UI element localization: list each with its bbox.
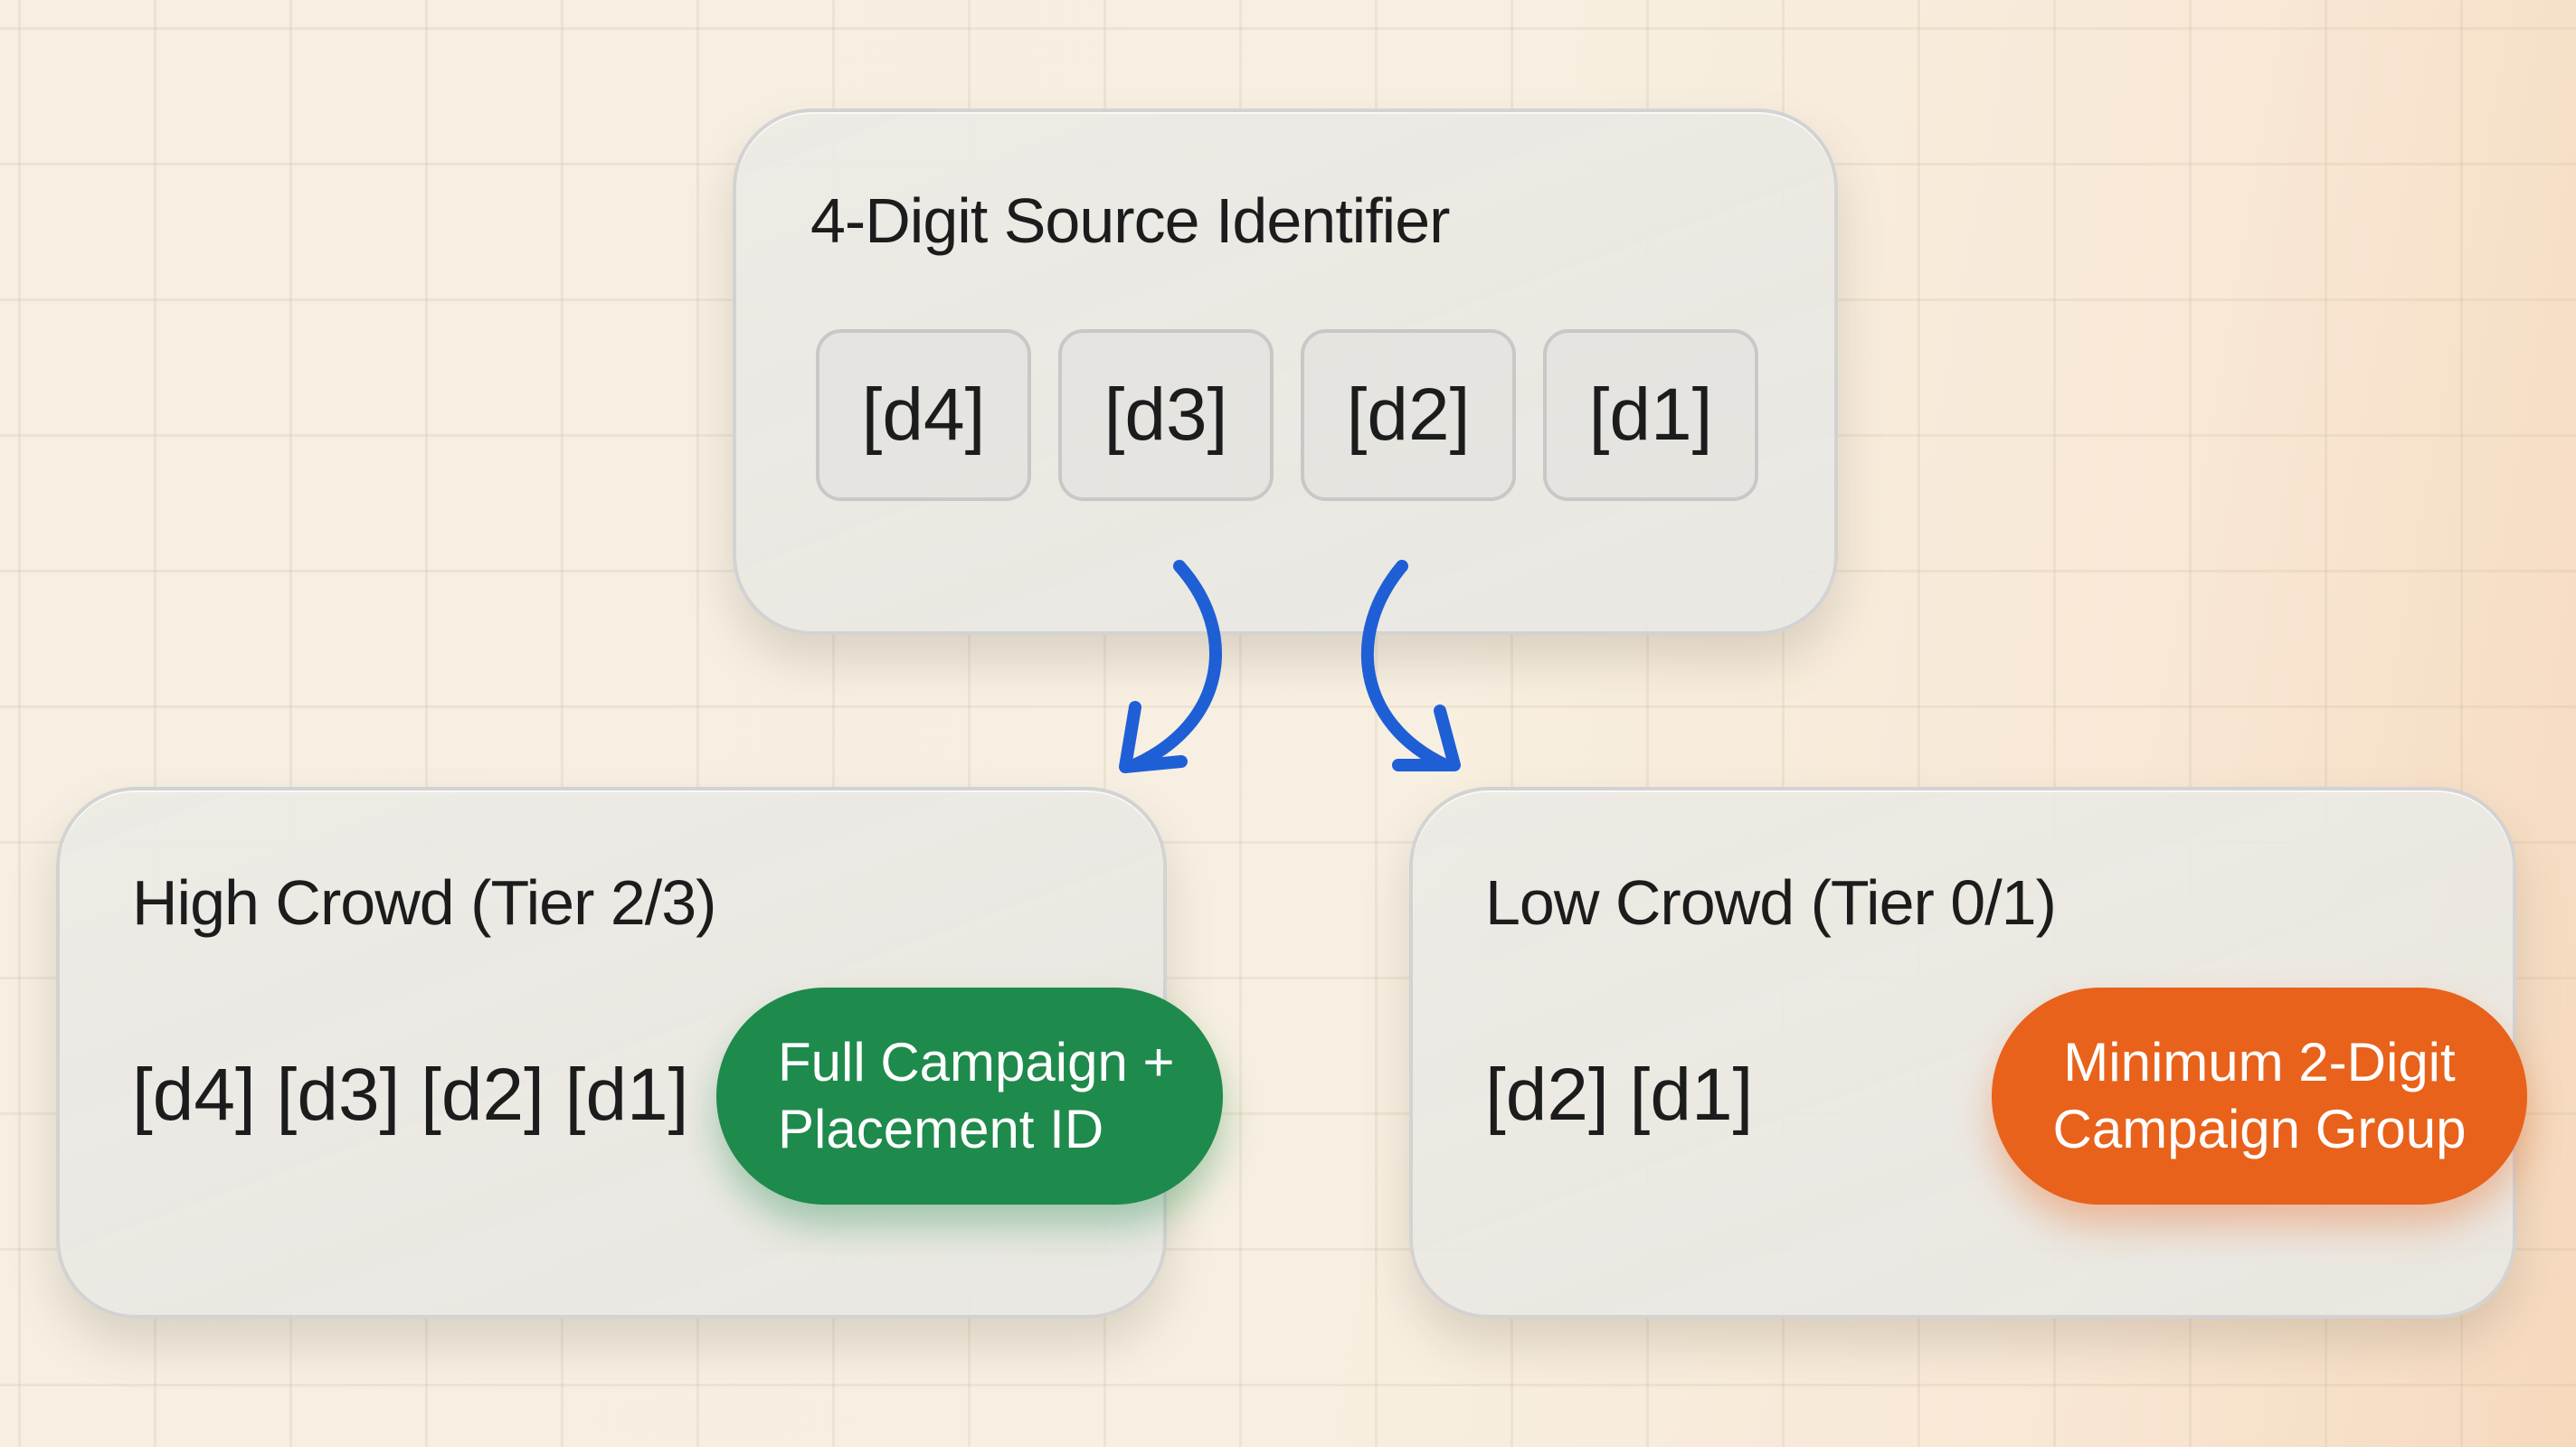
source-identifier-card: 4-Digit Source Identifier [d4] [d3] [d2]… xyxy=(733,109,1838,635)
digit-box-d1: [d1] xyxy=(1543,329,1758,501)
high-crowd-title: High Crowd (Tier 2/3) xyxy=(132,867,716,938)
high-crowd-digits: [d4] [d3] [d2] [d1] xyxy=(132,1054,689,1136)
low-crowd-card: Low Crowd (Tier 0/1) [d2] [d1] xyxy=(1409,787,2516,1319)
full-campaign-badge: Full Campaign + Placement ID xyxy=(716,988,1223,1205)
low-crowd-digits: [d2] [d1] xyxy=(1485,1054,1754,1136)
digit-box-d2: [d2] xyxy=(1301,329,1516,501)
digit-box-d3: [d3] xyxy=(1058,329,1274,501)
campaign-group-badge: Minimum 2-Digit Campaign Group xyxy=(1992,988,2527,1205)
digit-box-d4: [d4] xyxy=(816,329,1031,501)
low-crowd-title: Low Crowd (Tier 0/1) xyxy=(1485,867,2057,938)
source-identifier-title: 4-Digit Source Identifier xyxy=(810,185,1450,256)
high-crowd-card: High Crowd (Tier 2/3) [d4] [d3] [d2] [d1… xyxy=(56,787,1167,1319)
